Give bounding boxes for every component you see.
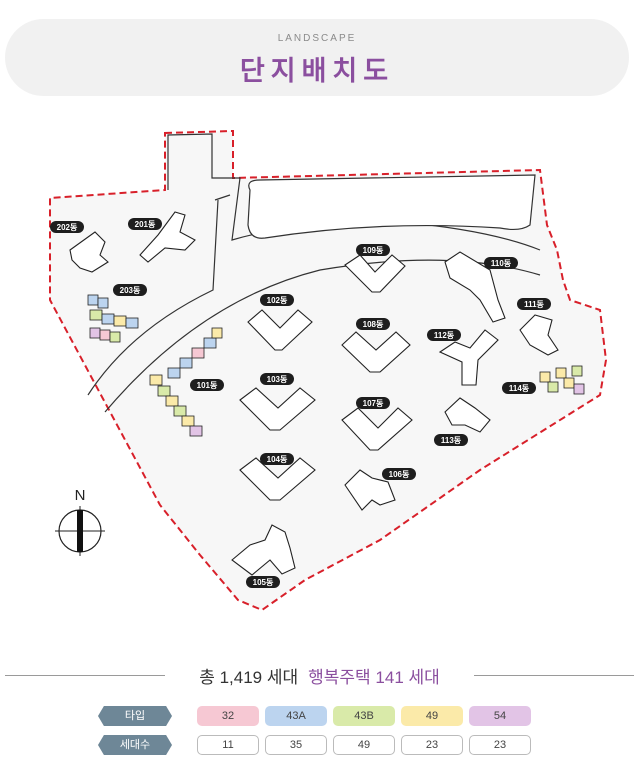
type-header: 타입 (98, 706, 172, 726)
svg-text:114동: 114동 (509, 384, 530, 393)
count-cell: 23 (401, 735, 463, 755)
svg-text:108동: 108동 (363, 320, 384, 329)
count-cell: 49 (333, 735, 395, 755)
label-203: 203동 (113, 284, 147, 296)
svg-text:106동: 106동 (389, 470, 410, 479)
type-row: 타입 32 43A 43B 49 54 (0, 706, 639, 728)
compass-north-label: N (75, 487, 86, 504)
label-108: 108동 (356, 318, 390, 330)
page-subtitle: LANDSCAPE (277, 33, 357, 44)
count-cell: 35 (265, 735, 327, 755)
road-left (87, 199, 219, 396)
svg-text:202동: 202동 (57, 223, 78, 232)
building-101-units (149, 327, 223, 437)
building-109-shape (344, 254, 406, 293)
building-114-units (539, 365, 585, 395)
svg-text:111동: 111동 (524, 300, 544, 309)
page-title: 단지배치도 (239, 56, 395, 86)
svg-text:112동: 112동 (434, 331, 455, 340)
page-header: LANDSCAPE 단지배치도 (5, 19, 629, 96)
svg-text:201동: 201동 (135, 220, 156, 229)
building-105-shape (231, 524, 296, 576)
site-plan-map: 202동 201동 203동 101동 102동 103동 104동 105동 … (49, 129, 608, 612)
svg-text:102동: 102동 (267, 296, 288, 305)
label-110: 110동 (484, 257, 518, 269)
svg-text:109동: 109동 (363, 246, 384, 255)
svg-text:104동: 104동 (267, 455, 288, 464)
count-cell: 23 (469, 735, 531, 755)
building-113-shape (444, 397, 491, 433)
building-102-shape (247, 309, 313, 351)
building-103-shape (239, 387, 316, 431)
label-112: 112동 (427, 329, 461, 341)
building-112-shape (438, 329, 499, 386)
happy-housing-households: 행복주택 141 세대 (308, 668, 440, 687)
type-cell: 43B (333, 706, 395, 726)
label-202: 202동 (50, 221, 84, 233)
building-106-shape (344, 469, 396, 511)
label-107: 107동 (356, 397, 390, 409)
building-201-shape (139, 211, 196, 263)
compass: N (55, 487, 105, 556)
household-summary: 총 1,419 세대 행복주택 141 세대 (0, 663, 639, 687)
label-103: 103동 (260, 373, 294, 385)
label-106: 106동 (382, 468, 416, 480)
label-109: 109동 (356, 244, 390, 256)
label-104: 104동 (260, 453, 294, 465)
type-cell: 32 (197, 706, 259, 726)
label-101: 101동 (190, 379, 224, 391)
building-104-shape (239, 457, 316, 501)
svg-text:105동: 105동 (253, 578, 274, 587)
svg-text:101동: 101동 (197, 381, 218, 390)
svg-text:107동: 107동 (363, 399, 384, 408)
total-households: 총 1,419 세대 (199, 668, 299, 687)
building-108-shape (341, 331, 411, 373)
summary-divider-right (474, 675, 634, 676)
type-cell: 43A (265, 706, 327, 726)
building-203-units (87, 294, 139, 343)
site-boundary (49, 129, 608, 612)
svg-text:110동: 110동 (491, 259, 512, 268)
label-102: 102동 (260, 294, 294, 306)
count-header: 세대수 (98, 735, 172, 755)
building-107-shape (341, 407, 413, 451)
type-cell: 54 (469, 706, 531, 726)
building-202-shape (69, 231, 109, 273)
parking-area (247, 174, 536, 239)
label-114: 114동 (502, 382, 536, 394)
svg-text:203동: 203동 (120, 286, 141, 295)
label-105: 105동 (246, 576, 280, 588)
summary-divider-left (5, 675, 165, 676)
count-row: 세대수 11 35 49 23 23 (0, 735, 639, 757)
type-cell: 49 (401, 706, 463, 726)
svg-text:113동: 113동 (441, 436, 462, 445)
label-111: 111동 (517, 298, 551, 310)
count-cell: 11 (197, 735, 259, 755)
label-113: 113동 (434, 434, 468, 446)
label-201: 201동 (128, 218, 162, 230)
building-110-shape (444, 251, 506, 323)
building-111-shape (519, 314, 559, 356)
svg-text:103동: 103동 (267, 375, 288, 384)
road-bottom (214, 194, 231, 201)
